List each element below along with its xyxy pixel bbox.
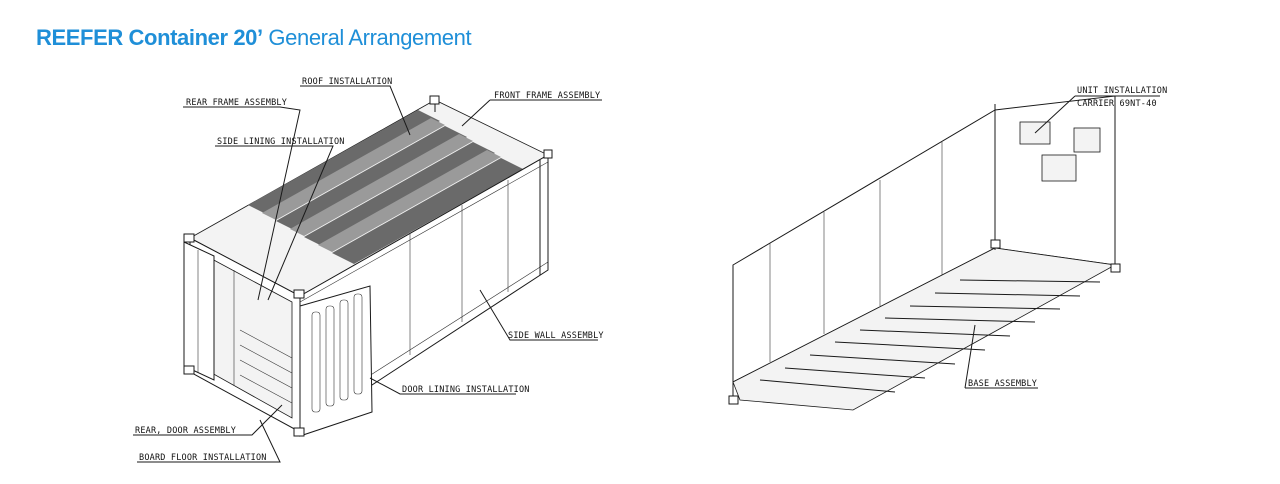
unit-panel-3 <box>1041 154 1077 182</box>
label-roof-installation: ROOF INSTALLATION <box>302 77 392 87</box>
label-unit-installation: UNIT INSTALLATION <box>1077 86 1167 96</box>
label-rear-frame-assembly: REAR FRAME ASSEMBLY <box>186 98 287 108</box>
label-door-lining-installation: DOOR LINING INSTALLATION <box>402 385 530 395</box>
title-light: General Arrangement <box>262 25 472 50</box>
rear-door-left <box>183 241 215 381</box>
label-side-lining-installation: SIDE LINING INSTALLATION <box>217 137 345 147</box>
open-container-view <box>728 95 1121 411</box>
label-base-assembly: BASE ASSEMBLY <box>968 379 1037 389</box>
base-crossmembers <box>759 279 1101 393</box>
unit-panel-2 <box>1073 127 1101 153</box>
rear-door-right <box>299 285 373 437</box>
closed-container-view <box>183 95 553 437</box>
page-title: REEFER Container 20’ General Arrangement <box>36 25 472 51</box>
label-front-frame-assembly: FRONT FRAME ASSEMBLY <box>494 91 600 101</box>
base-floor <box>732 247 1117 411</box>
label-carrier-model: CARRIER 69NT-40 <box>1077 99 1157 109</box>
roof-corrugation <box>248 110 523 264</box>
label-rear-door-assembly: REAR, DOOR ASSEMBLY <box>135 426 236 436</box>
leader-lines <box>133 85 1160 463</box>
title-bold: REEFER Container 20’ <box>36 25 263 50</box>
label-side-wall-assembly: SIDE WALL ASSEMBLY <box>508 331 604 341</box>
label-board-floor-installation: BOARD FLOOR INSTALLATION <box>139 453 267 463</box>
